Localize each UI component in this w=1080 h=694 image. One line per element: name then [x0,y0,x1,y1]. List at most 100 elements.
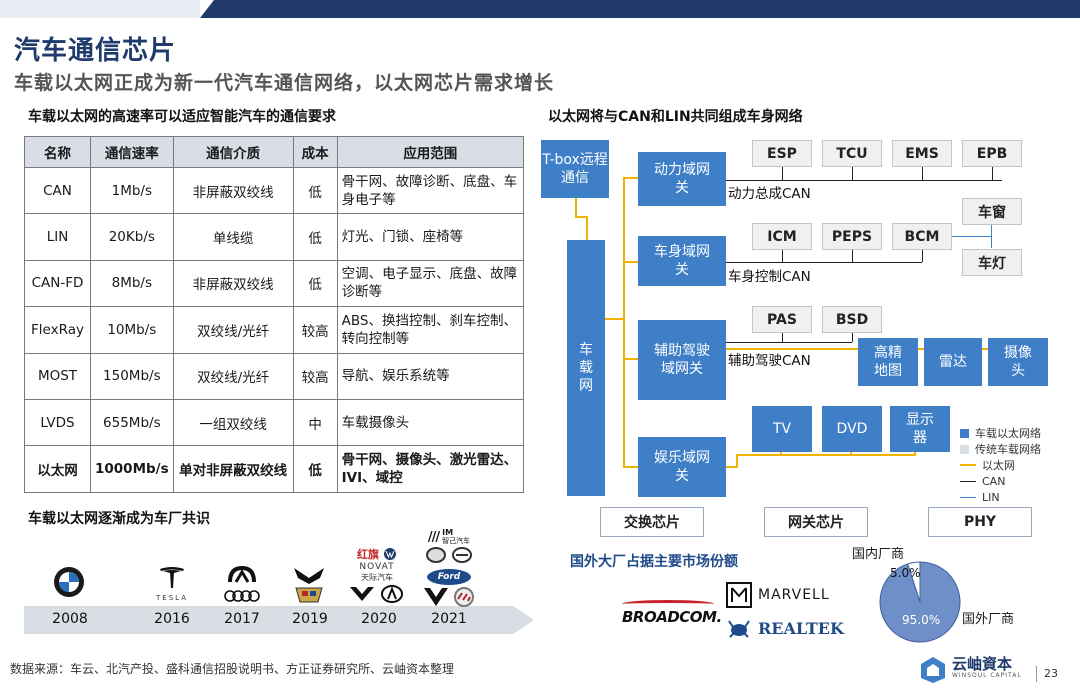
cell-rate: 20Kb/s [90,213,174,261]
table-row: CAN 1Mb/s 非屏蔽双绞线 低 骨干网、故障诊断、底盘、车身电子等 [24,166,525,215]
cell-medium: 一组双绞线 [172,398,294,447]
node-light: 车灯 [962,249,1022,276]
marvell-wordmark: MARVELL [758,587,830,603]
col-cost: 成本 [292,136,338,168]
node-icm: ICM [752,223,812,250]
node-camera: 摄像头 [988,338,1048,386]
cell-medium: 单对非屏蔽双绞线 [172,445,294,493]
novat-wordmark: NOVAT [359,562,395,572]
year-label: 2021 [431,611,467,627]
tbox-block: T-box远程通信 [541,140,609,198]
footer-divider [1036,666,1037,682]
ford-logo: Ford [427,569,471,585]
legend-label: 以太网 [982,459,1015,472]
broadcom-logo: BROADCOM. [622,600,722,626]
eth-line [623,177,639,179]
legend-label: CAN [982,474,1006,488]
cell-cost: 低 [292,445,338,493]
node-radar: 雷达 [924,338,982,386]
eth-line [726,348,910,350]
year-label: 2008 [52,611,88,627]
pie-slice [879,561,961,643]
backbone-block: 车载网 [567,240,605,496]
legend-swatch-eth-block [960,428,969,438]
hongqi-vw-novat-logos: 红旗 NOVAT 天际汽车 [344,546,410,609]
eth-line [604,318,624,320]
pie-value-label: 95.0% [902,613,940,627]
gateway-entertainment: 娱乐域网关 [638,437,726,497]
cell-rate: 1000Mb/s [90,445,174,493]
legend-label: 车载以太网络 [975,427,1041,440]
company-name: 云岫資本 [952,655,1013,673]
company-name-en: WINSOUL CAPITAL [952,672,1022,679]
col-rate: 通信速率 [90,136,174,168]
adas-bus-label: 辅助驾驶CAN [728,353,811,369]
network-heading: 以太网将与CAN和LIN共同组成车身网络 [548,109,803,125]
col-application: 应用范围 [336,136,525,168]
marvell-icon [726,582,752,608]
eth-line [623,261,639,263]
eth-line [575,216,587,218]
cell-name: CAN [24,166,91,215]
cell-cost: 低 [292,213,338,261]
im-wordmark: IM [442,528,454,537]
year-label: 2016 [154,611,190,627]
eth-line [575,197,577,217]
table-row: LIN 20Kb/s 单线缆 低 灯光、门锁、座椅等 [24,213,525,261]
cell-application: ABS、换挡控制、刹车控制、转向控制等 [336,306,525,354]
eth-line [736,454,738,468]
can-line [992,166,993,180]
year-label: 2017 [224,611,260,627]
tianji-wordmark: 天际汽车 [361,573,393,582]
page-subtitle: 车载以太网正成为新一代汽车通信网络，以太网芯片需求增长 [14,72,555,94]
legend-line-can [960,480,976,482]
cell-application: 灯光、门锁、座椅等 [336,213,525,261]
im-ford-logos: /// IM 智己汽车 Ford [418,528,480,613]
eth-line [623,466,639,468]
legend-item: 以太网 [960,457,1080,473]
market-heading: 国外大厂占据主要市场份额 [570,554,738,570]
tesla-t-icon [160,567,184,588]
node-ems: EMS [892,140,952,167]
cell-name: LVDS [24,398,91,447]
company-logo: 云岫資本 WINSOUL CAPITAL [920,656,1022,684]
can-line [922,166,923,180]
marvell-logo: MARVELL [726,582,830,608]
year-label: 2020 [361,611,397,627]
table-row: FlexRay 10Mb/s 双绞线/光纤 较高 ABS、换挡控制、刹车控制、转… [24,306,525,354]
chip-gateway: 网关芯片 [764,507,868,537]
can-line [852,166,853,180]
table-header-row: 名称 通信速率 通信介质 成本 应用范围 [24,136,525,168]
changan-chery-logos-icon [350,585,403,603]
power-bus-label: 动力总成CAN [728,186,811,202]
col-name: 名称 [24,136,91,168]
cell-application: 导航、娱乐系统等 [336,352,525,400]
realtek-logo: REALTEK [726,617,844,639]
node-peps: PEPS [822,223,882,250]
cell-application: 空调、电子显示、底盘、故障诊断等 [336,259,525,308]
comm-spec-table: 名称 通信速率 通信介质 成本 应用范围 CAN 1Mb/s 非屏蔽双绞线 低 … [24,136,525,493]
cadillac-buick-logos-icon [424,587,474,607]
pie-value-label: 5.0% [890,566,921,580]
chip-switch: 交换芯片 [600,507,704,537]
vw-icon [384,548,396,560]
node-tv: TV [752,406,812,452]
chip-phy: PHY [928,507,1032,537]
cell-cost: 低 [292,166,338,215]
cell-rate: 150Mb/s [90,352,174,400]
legend-line-lin [960,496,976,498]
cell-medium: 单线缆 [172,213,294,261]
realtek-crab-icon [728,620,750,638]
node-epb: EPB [962,140,1022,167]
node-dvd: DVD [822,406,882,452]
legend-line-eth [960,464,976,466]
cell-cost: 低 [292,259,338,308]
node-pas: PAS [752,306,812,333]
eth-line [586,216,588,240]
cell-cost: 较高 [292,352,338,400]
cell-cost: 较高 [292,306,338,354]
table-row: CAN-FD 8Mb/s 非屏蔽双绞线 低 空调、电子显示、底盘、故障诊断等 [24,259,525,308]
pie-label-foreign: 国外厂商 [962,612,1015,627]
eth-line [726,466,738,468]
legend-item: 传统车载网络 [960,441,1080,457]
